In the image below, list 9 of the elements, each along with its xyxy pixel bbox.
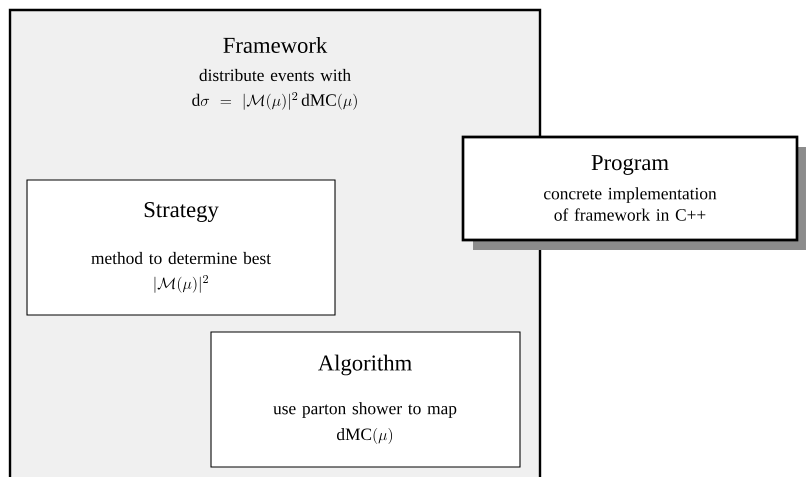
box-text: use parton shower to map xyxy=(273,402,456,418)
box-heading: Algorithm xyxy=(318,354,412,376)
formula: $\mathrm{d}\sigma = |\mathcal{M}(\mu)|^2\,\mathrm{dMC}(\mu)$ xyxy=(192,92,357,110)
box-text: distribute events with xyxy=(200,68,351,82)
box-text: method to determine best xyxy=(91,252,271,264)
box-heading: Strategy xyxy=(144,202,219,222)
box-heading: Framework xyxy=(223,37,328,53)
formula: $|\mathcal{M}(\mu)|^2$ xyxy=(154,274,208,293)
formula: $\mathrm{dMC}(\mu)$ xyxy=(337,428,392,444)
